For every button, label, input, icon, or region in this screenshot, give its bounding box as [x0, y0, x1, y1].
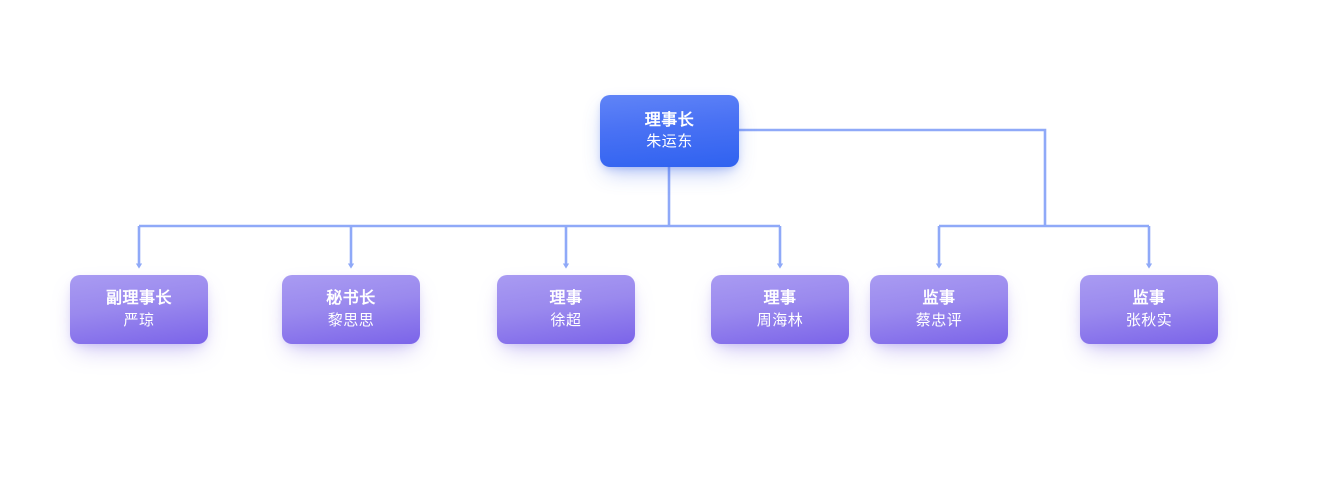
org-node-title: 监事 [922, 290, 956, 308]
org-node-title: 副理事长 [105, 290, 172, 308]
org-node-title: 理事长 [644, 111, 695, 129]
org-node-title: 秘书长 [326, 290, 376, 308]
org-node-child-5[interactable]: 监事 蔡忠评 [870, 275, 1008, 344]
org-node-person-name: 徐超 [550, 311, 582, 329]
org-node-root[interactable]: 理事长 朱运东 [600, 95, 739, 167]
org-node-child-3[interactable]: 理事 徐超 [497, 275, 635, 344]
org-node-child-2[interactable]: 秘书长 黎思思 [282, 275, 420, 344]
org-node-person-name: 周海林 [756, 311, 804, 329]
org-node-person-name: 严琼 [123, 311, 155, 329]
org-node-child-6[interactable]: 监事 张秋实 [1080, 275, 1218, 344]
org-node-person-name: 蔡忠评 [915, 311, 963, 329]
org-node-person-name: 朱运东 [646, 133, 693, 151]
org-node-title: 理事 [763, 290, 797, 308]
org-node-child-4[interactable]: 理事 周海林 [711, 275, 849, 344]
org-node-title: 监事 [1132, 290, 1166, 308]
org-node-person-name: 张秋实 [1125, 311, 1173, 329]
connector-root-right-exit [739, 128, 1047, 226]
org-node-child-1[interactable]: 副理事长 严琼 [70, 275, 208, 344]
org-node-person-name: 黎思思 [327, 311, 375, 329]
org-node-title: 理事 [549, 290, 583, 308]
